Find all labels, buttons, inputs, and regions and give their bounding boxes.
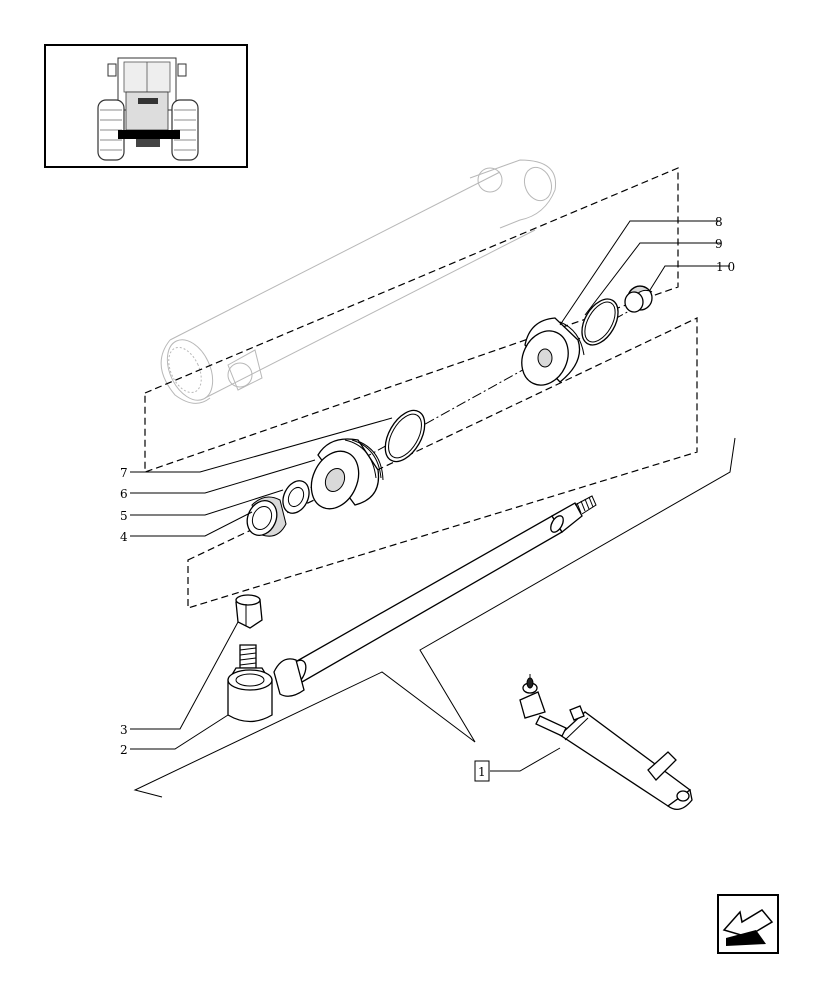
part-3-nut[interactable] xyxy=(235,594,263,629)
part-2-ball-joint[interactable] xyxy=(227,644,273,723)
callout-9[interactable]: 9 xyxy=(715,237,723,251)
tractor-thumbnail[interactable] xyxy=(44,44,248,168)
callout-5[interactable]: 5 xyxy=(120,509,128,523)
piston-rod[interactable] xyxy=(273,495,597,697)
callout-labels: 8 9 1 0 7 6 5 4 3 2 xyxy=(120,215,735,757)
callout-4[interactable]: 4 xyxy=(120,530,128,544)
part-7-o-ring[interactable] xyxy=(377,404,433,468)
part-8-piston[interactable] xyxy=(513,317,585,393)
cylinder-body-ghost xyxy=(160,159,557,404)
callout-2[interactable]: 2 xyxy=(120,743,128,757)
callout-8[interactable]: 8 xyxy=(715,215,723,229)
leader-lines xyxy=(130,220,736,798)
arrow-next-page-icon[interactable] xyxy=(717,894,779,954)
tractor-rear-view-icon xyxy=(97,57,199,161)
callout-6[interactable]: 6 xyxy=(120,487,128,501)
callout-7[interactable]: 7 xyxy=(120,466,128,480)
part-1-cylinder-assembly[interactable] xyxy=(519,674,693,811)
callout-1-box[interactable]: 1 xyxy=(474,760,490,782)
part-4-seal[interactable] xyxy=(242,496,287,540)
part-10-bushing[interactable] xyxy=(624,285,653,313)
callout-1: 1 xyxy=(478,765,486,779)
part-9-o-ring[interactable] xyxy=(575,293,626,351)
callout-10[interactable]: 1 0 xyxy=(716,260,735,274)
seal-kit-outline-lower xyxy=(187,317,698,609)
part-5-wiper[interactable] xyxy=(278,477,314,518)
part-6-gland[interactable] xyxy=(302,438,384,516)
callout-3[interactable]: 3 xyxy=(120,723,128,737)
seal-kit-outline-upper xyxy=(144,167,679,473)
